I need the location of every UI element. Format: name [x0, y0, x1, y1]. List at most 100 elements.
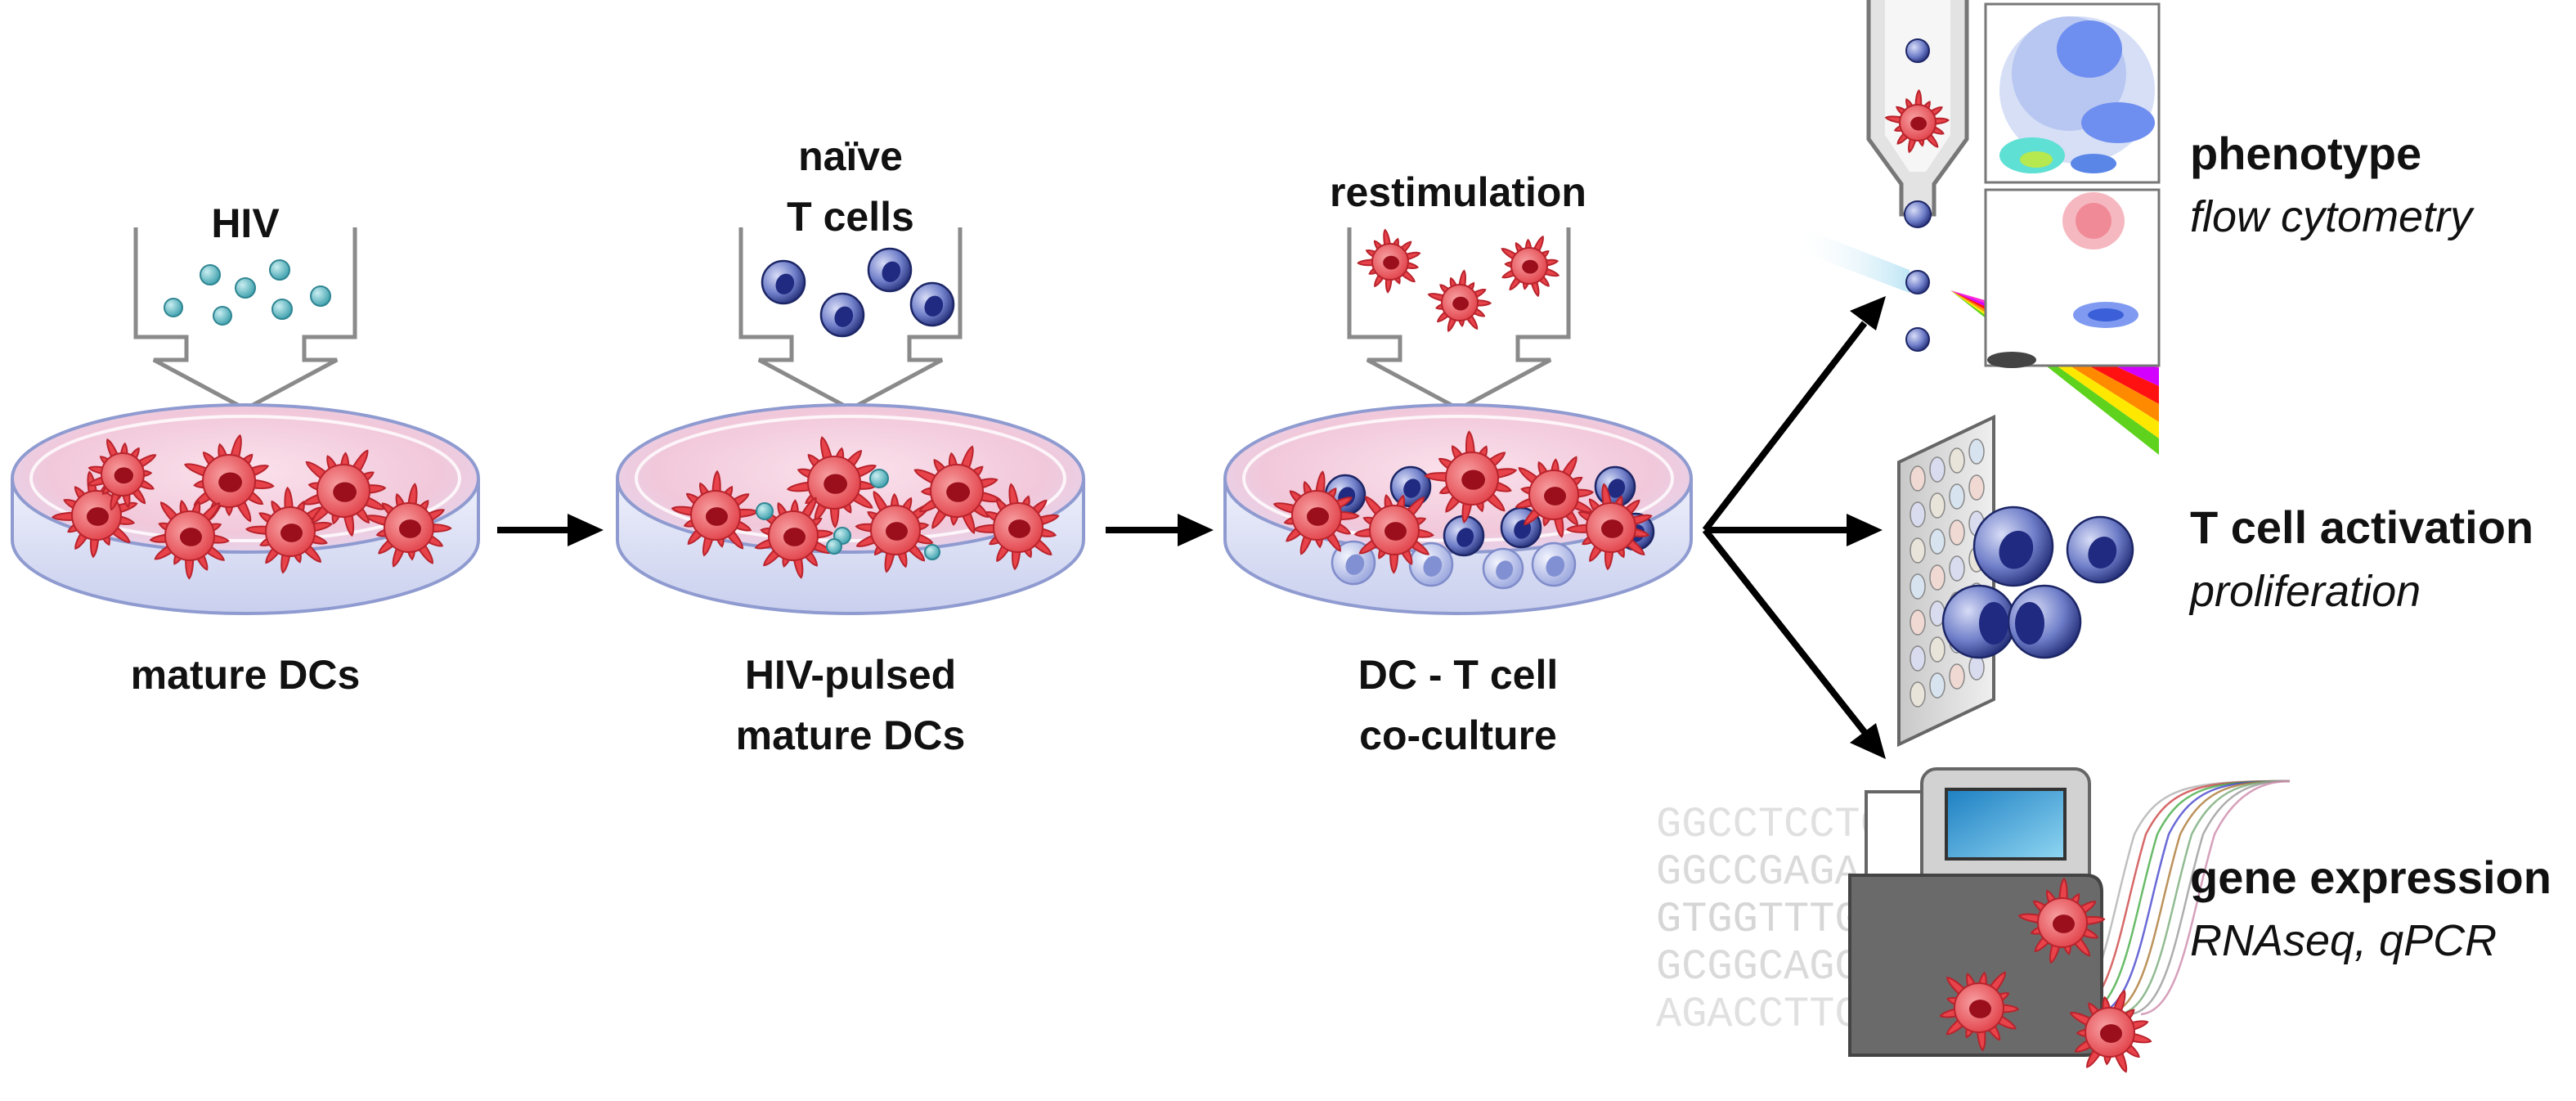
- dendritic-cell: [855, 490, 934, 573]
- dendritic-cell: [1884, 89, 1950, 154]
- t-cell: [867, 247, 913, 293]
- virus-particle: [756, 502, 774, 520]
- step-1: [11, 227, 480, 615]
- dividing-t-cell: [1941, 584, 2082, 659]
- sequence-line: GCGGCAGC: [1656, 943, 1860, 991]
- plate-well: [1929, 672, 1945, 699]
- plate-well: [1910, 609, 1926, 636]
- dendritic-cell: [302, 449, 387, 537]
- virus-particle: [869, 469, 889, 488]
- proliferating-t-cells: [1941, 506, 2134, 659]
- plate-well: [1929, 528, 1945, 555]
- virus-particle: [924, 544, 940, 560]
- output-subtitle-rnaseq-qpcr: RNAseq, qPCR: [2190, 916, 2497, 965]
- dendritic-cell: [754, 497, 834, 579]
- dendritic-cell: [1357, 228, 1421, 294]
- dendritic-cell: [2017, 877, 2106, 964]
- dish-label-coculture-line1: DC - T cell: [1358, 652, 1558, 698]
- t-cell: [1408, 542, 1454, 587]
- dendritic-cell: [1565, 483, 1653, 571]
- dendritic-cell: [972, 483, 1060, 571]
- plate-well: [1929, 456, 1945, 483]
- dendritic-cell: [1272, 470, 1360, 555]
- output-title-t-cell-activation: T cell activation: [2190, 501, 2534, 553]
- step-3: [1223, 227, 1693, 615]
- virus-particle: [826, 538, 842, 555]
- gene-expression-illustration: GGCCTCCTC GGCCGAGA GTGGTTTGA GCGGCAGC AG…: [1656, 767, 2291, 1073]
- t-cell: [1482, 547, 1524, 590]
- amplification-curve: [2106, 780, 2291, 1016]
- dendritic-cell: [87, 438, 157, 511]
- virus-particles: [164, 259, 331, 326]
- flow-plot-1: [1984, 2, 2161, 184]
- step-arrows: [497, 514, 1214, 546]
- t-cell: [2066, 515, 2134, 584]
- naive-t-cells: [761, 247, 955, 338]
- input-label-hiv: HIV: [211, 200, 280, 246]
- arrow-to-expression: [1702, 528, 1868, 735]
- plate-well: [1929, 564, 1945, 591]
- plate-well: [1949, 483, 1965, 510]
- expression-dc-cells: [1939, 877, 2152, 1073]
- input-label-naive-line1: naïve: [798, 133, 903, 179]
- plate-well: [1910, 573, 1926, 600]
- dendritic-cells-1: [51, 434, 452, 580]
- plate-well: [1910, 681, 1926, 708]
- arrow-to-phenotype: [1702, 321, 1868, 533]
- dendritic-cell: [913, 445, 1002, 534]
- output-title-gene-expression: gene expression: [2190, 852, 2551, 903]
- branch-arrows: [1702, 296, 1886, 759]
- dendritic-cell: [1427, 269, 1492, 333]
- plate-well: [1949, 663, 1965, 690]
- t-cell: [1389, 465, 1432, 508]
- flow-cells: [1904, 38, 1932, 352]
- flow-plot-2: [1984, 188, 2161, 368]
- proliferation-illustration: [1897, 414, 2134, 748]
- dendritic-cells-2: [671, 436, 1060, 579]
- plate-wells: [1910, 438, 1985, 708]
- dendritic-cell: [1501, 235, 1560, 298]
- flow-cytometry-illustration: [1795, 0, 2161, 455]
- dendritic-cell: [2069, 989, 2152, 1073]
- dendritic-cell: [184, 434, 275, 523]
- amplification-curve: [2083, 780, 2291, 1016]
- amplification-curve: [2129, 780, 2291, 1016]
- dendritic-cell: [1515, 456, 1595, 538]
- plate-well: [1929, 636, 1945, 663]
- sequence-line: GTGGTTTGA: [1656, 896, 1887, 944]
- t-cell: [819, 292, 865, 338]
- plate-well: [1949, 519, 1965, 546]
- plate-well: [1968, 654, 1985, 681]
- plate-well: [1949, 555, 1965, 582]
- restimulation-cells: [1357, 228, 1560, 333]
- dendritic-cell: [671, 470, 759, 557]
- dish-label-hiv-pulsed-line1: HIV-pulsed: [745, 652, 956, 698]
- input-label-restimulation: restimulation: [1330, 169, 1586, 215]
- t-cell: [1531, 542, 1577, 587]
- sequence-line: GGCCTCCTC: [1656, 801, 1886, 849]
- amplification-curve: [2140, 780, 2291, 1016]
- dish-label-hiv-pulsed-line2: mature DCs: [736, 712, 966, 758]
- plate-well: [1949, 447, 1965, 474]
- plate-well: [1929, 492, 1945, 519]
- plate-well: [1968, 438, 1985, 465]
- dendritic-cell: [149, 500, 230, 580]
- sequence-line: GGCCGAGA: [1656, 848, 1860, 897]
- t-cell: [1972, 506, 2054, 587]
- dendritic-cell: [365, 483, 452, 568]
- funnel-1: [133, 227, 357, 411]
- amplification-curve: [2117, 780, 2291, 1016]
- plate-well: [1968, 474, 1985, 501]
- output-title-phenotype: phenotype: [2190, 128, 2422, 179]
- output-subtitle-proliferation: proliferation: [2190, 567, 2421, 616]
- plate-well: [1910, 537, 1926, 564]
- dendritic-cell: [1424, 430, 1518, 524]
- t-cell: [761, 259, 806, 305]
- coculture-cells: [1272, 430, 1655, 590]
- dendritic-cell: [1353, 494, 1434, 574]
- input-label-naive-line2: T cells: [787, 194, 914, 240]
- t-cell: [1594, 465, 1636, 508]
- plate-well: [1910, 501, 1926, 528]
- dendritic-cell: [786, 436, 877, 528]
